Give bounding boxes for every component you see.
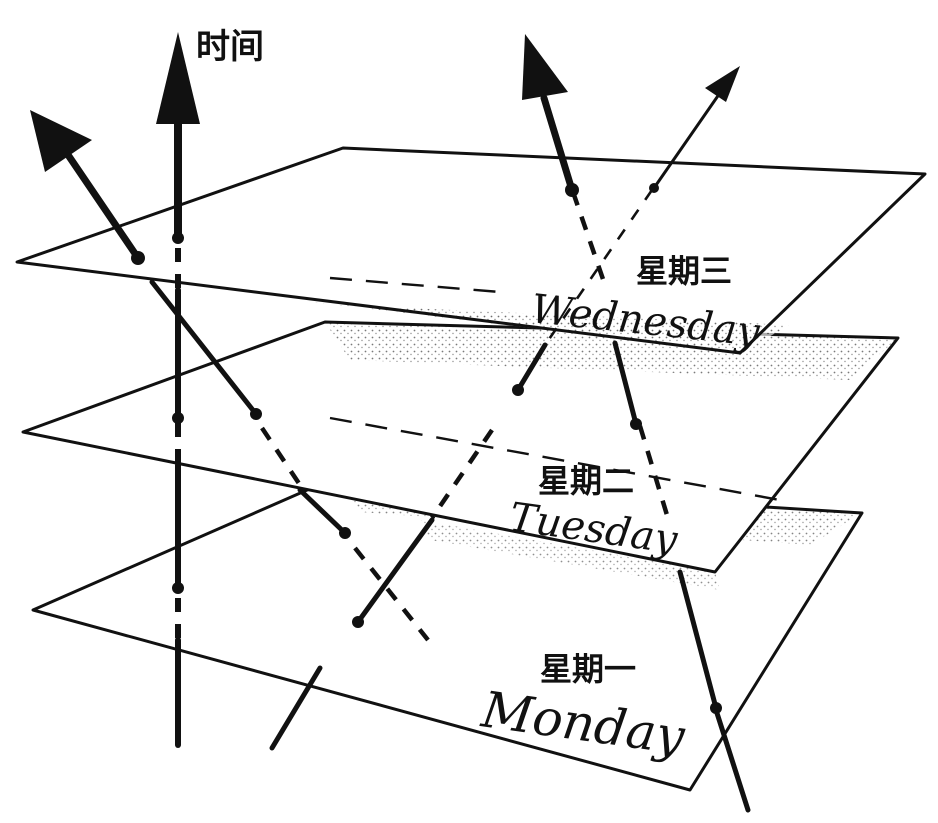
time-axis-arrowhead xyxy=(156,32,200,124)
arrow-upper-middle xyxy=(522,34,579,197)
worldline-a-upper xyxy=(515,342,548,393)
worldline-b-hidden-upper xyxy=(260,426,302,487)
worldline-d-bottom xyxy=(713,707,751,813)
worldline-d-upper xyxy=(612,340,639,427)
worldline-b-upper xyxy=(149,279,259,417)
worldline-b-hidden-lower xyxy=(353,546,430,642)
arrow-upper-left xyxy=(30,110,145,265)
worldline-d-mid xyxy=(677,569,719,711)
worldline-a-mid xyxy=(355,517,435,625)
label-tuesday-cn: 星期二 xyxy=(538,462,634,500)
worldline-a-bottom xyxy=(269,665,323,751)
label-wednesday-cn: 星期三 xyxy=(636,252,732,290)
sheet-wednesday xyxy=(15,146,927,355)
worldline-c-hidden xyxy=(570,191,608,286)
monday-far-edge-hidden xyxy=(329,416,781,502)
worldline-a-hidden xyxy=(430,428,494,520)
worldline-e-hidden xyxy=(543,189,654,346)
arrow-upper-right xyxy=(649,66,740,193)
label-monday: 星期一 Monday xyxy=(477,650,688,766)
worldline-d-hidden-lower xyxy=(637,425,673,526)
label-monday-cn: 星期一 xyxy=(540,650,636,688)
time-axis-label: 时间 xyxy=(196,27,264,67)
worldline-b-mid xyxy=(297,487,348,536)
time-axis xyxy=(156,32,200,748)
sheet-tuesday xyxy=(21,320,900,590)
tuesday-far-edge-hidden xyxy=(329,276,501,294)
